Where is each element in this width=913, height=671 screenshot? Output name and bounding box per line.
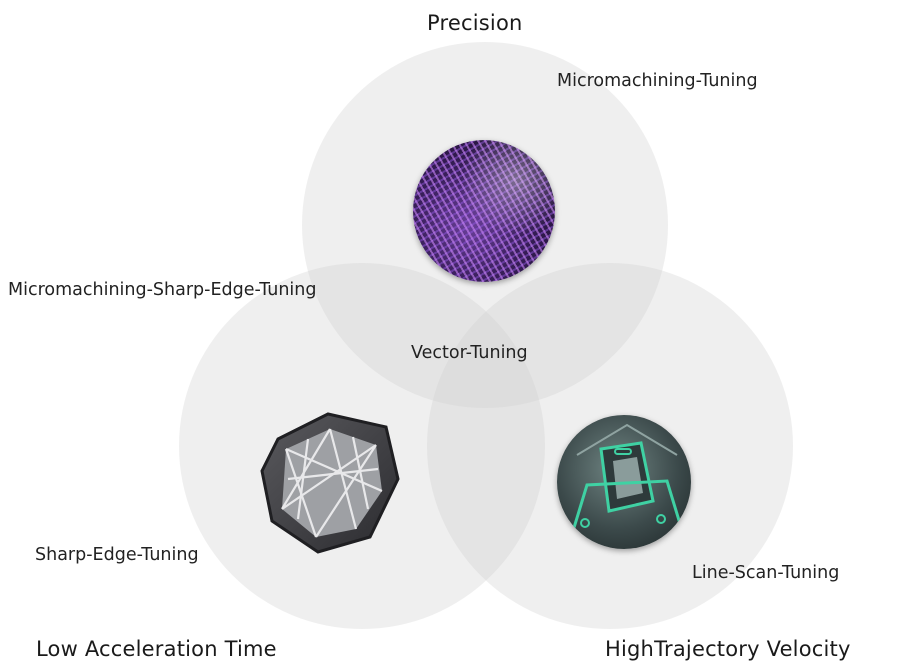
mold-cavity-image: [557, 415, 691, 549]
lattice-part-image: [260, 412, 400, 554]
silicon-wafer-image: [413, 140, 555, 282]
high-velocity-label: HighTrajectory Velocity: [605, 637, 851, 661]
micromachining-sharp-edge-tuning-label: Micromachining-Sharp-Edge-Tuning: [8, 280, 317, 300]
micromachining-tuning-label: Micromachining-Tuning: [557, 71, 758, 91]
mold-cavity-drawing: [571, 423, 683, 532]
sharp-edge-tuning-label: Sharp-Edge-Tuning: [35, 545, 199, 565]
line-scan-tuning-label: Line-Scan-Tuning: [692, 563, 840, 583]
precision-label: Precision: [427, 11, 523, 35]
vector-tuning-label: Vector-Tuning: [411, 343, 528, 363]
low-acceleration-label: Low Acceleration Time: [36, 637, 277, 661]
